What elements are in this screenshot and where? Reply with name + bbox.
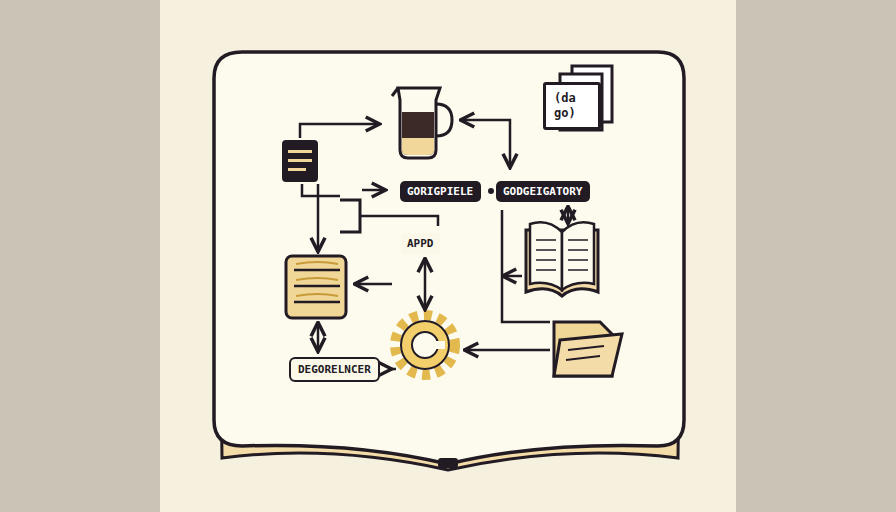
label-text: APPD: [407, 237, 434, 250]
outlined-label: DEGORELNCER: [289, 357, 380, 382]
center-panel: [160, 0, 736, 512]
label-text: GODGEIGATORY: [503, 185, 583, 198]
document-card: (da go): [543, 82, 601, 130]
gear-icon: [395, 315, 455, 375]
label-text: (da go): [554, 91, 590, 121]
dark-label: GORIGPIELE: [400, 181, 481, 202]
folder-icon: [554, 322, 622, 376]
book-cover: [214, 52, 684, 464]
label-text: GORIGPIELE: [407, 185, 474, 198]
flow-arrows: [300, 120, 568, 369]
light-label: APPD: [401, 233, 440, 254]
separator-dot: [488, 188, 494, 194]
stack-icon: [286, 256, 346, 318]
dark-label: GODGEIGATORY: [496, 181, 590, 202]
book-spine: [438, 458, 458, 468]
label-text: DEGORELNCER: [298, 363, 371, 376]
document-icon: [282, 140, 318, 182]
book-icon: [526, 222, 598, 296]
pitcher-icon: [392, 88, 452, 158]
bracket: [340, 200, 360, 232]
